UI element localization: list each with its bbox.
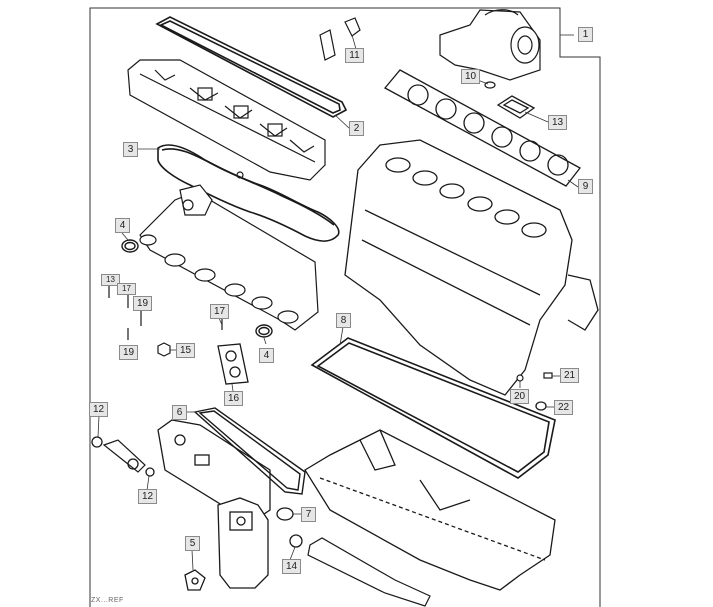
callout-14: 14 bbox=[282, 559, 301, 574]
footer-code: ZX...REF bbox=[91, 597, 124, 604]
callout-17b: 17 bbox=[210, 304, 229, 319]
callout-7: 7 bbox=[301, 507, 316, 522]
callout-16: 16 bbox=[224, 391, 243, 406]
callout-11: 11 bbox=[345, 48, 364, 63]
callout-3: 3 bbox=[123, 142, 138, 157]
callout-12a: 12 bbox=[89, 402, 108, 417]
callout-10: 10 bbox=[461, 69, 480, 84]
flange-gasket bbox=[217, 343, 249, 385]
valve-cover-gasket bbox=[155, 16, 348, 118]
gasket-ring-4a bbox=[121, 239, 139, 253]
cooler-gasket bbox=[193, 407, 306, 495]
outlet-pipe bbox=[307, 537, 431, 607]
gasket-small-10 bbox=[484, 81, 496, 89]
ring-22 bbox=[535, 401, 547, 411]
callout-22: 22 bbox=[554, 400, 573, 415]
plug-21 bbox=[543, 372, 553, 379]
oil-fittings bbox=[319, 17, 361, 61]
coolant-pipe bbox=[102, 439, 146, 473]
callout-13b: 13 bbox=[548, 115, 567, 130]
water-pump bbox=[217, 497, 269, 589]
oil-pan bbox=[304, 429, 556, 591]
callout-21: 21 bbox=[560, 368, 579, 383]
valve-cover bbox=[127, 59, 326, 181]
oil-pan-gasket bbox=[310, 337, 556, 479]
oil-cooler-housing bbox=[157, 419, 271, 521]
callout-15: 15 bbox=[176, 343, 195, 358]
ring-7 bbox=[276, 507, 294, 521]
gasket-ring-4b bbox=[255, 324, 273, 338]
square-gasket bbox=[496, 95, 536, 119]
gasket-5 bbox=[184, 569, 206, 591]
callout-6: 6 bbox=[172, 405, 187, 420]
callout-8: 8 bbox=[336, 313, 351, 328]
callout-13a: 13 bbox=[101, 274, 120, 286]
head-gasket bbox=[383, 69, 581, 187]
callout-12b: 12 bbox=[138, 489, 157, 504]
callout-1: 1 bbox=[578, 27, 593, 42]
turbocharger bbox=[439, 9, 541, 81]
callout-20: 20 bbox=[510, 389, 529, 404]
engine-block bbox=[344, 139, 599, 396]
callout-17a: 17 bbox=[117, 283, 136, 295]
callout-9: 9 bbox=[578, 179, 593, 194]
callout-4b: 4 bbox=[259, 348, 274, 363]
callout-19a: 19 bbox=[133, 296, 152, 311]
callout-4a: 4 bbox=[115, 218, 130, 233]
callout-5: 5 bbox=[185, 536, 200, 551]
callout-19b: 19 bbox=[119, 345, 138, 360]
ring-14 bbox=[289, 534, 303, 548]
nut bbox=[157, 342, 171, 357]
frame bbox=[89, 7, 601, 607]
o-rings-12 bbox=[91, 436, 155, 477]
plug-20 bbox=[516, 374, 524, 382]
callout-2: 2 bbox=[349, 121, 364, 136]
intake-manifold bbox=[139, 184, 319, 331]
